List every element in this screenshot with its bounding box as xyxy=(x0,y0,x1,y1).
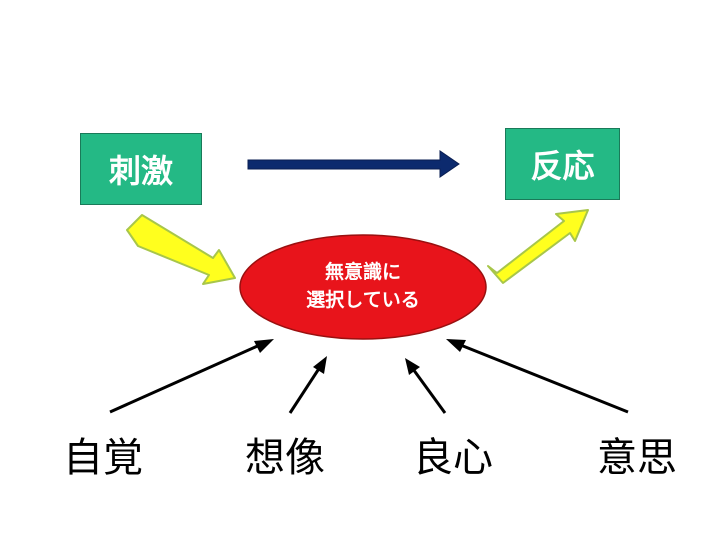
factor-imagination: 想像 xyxy=(245,435,325,481)
center-label-line-1: 無意識に xyxy=(324,261,401,284)
output-block-arrow xyxy=(487,209,589,284)
response-box: 反応 xyxy=(505,128,620,200)
main-flow-arrow xyxy=(247,150,460,178)
arrow-will xyxy=(457,342,629,414)
arrowhead-will xyxy=(446,339,466,352)
arrowhead-awareness xyxy=(254,339,274,353)
stimulus-label: 刺激 xyxy=(108,152,173,190)
arrowhead-conscience xyxy=(405,358,420,375)
arrow-awareness xyxy=(109,342,263,414)
factor-will: 意思 xyxy=(597,435,677,481)
unconscious-choice-ellipse xyxy=(239,234,487,340)
arrow-imagination xyxy=(288,366,322,414)
arrow-conscience xyxy=(411,368,447,414)
factor-conscience: 良心 xyxy=(413,435,493,481)
stimulus-box: 刺激 xyxy=(80,133,202,205)
input-block-arrow xyxy=(126,214,236,285)
unconscious-choice-label: 無意識に 選択している xyxy=(245,250,481,324)
factor-awareness: 自覚 xyxy=(63,435,143,481)
response-label: 反応 xyxy=(530,147,595,185)
arrowhead-imagination xyxy=(313,356,327,374)
center-label-line-2: 選択している xyxy=(306,289,420,311)
